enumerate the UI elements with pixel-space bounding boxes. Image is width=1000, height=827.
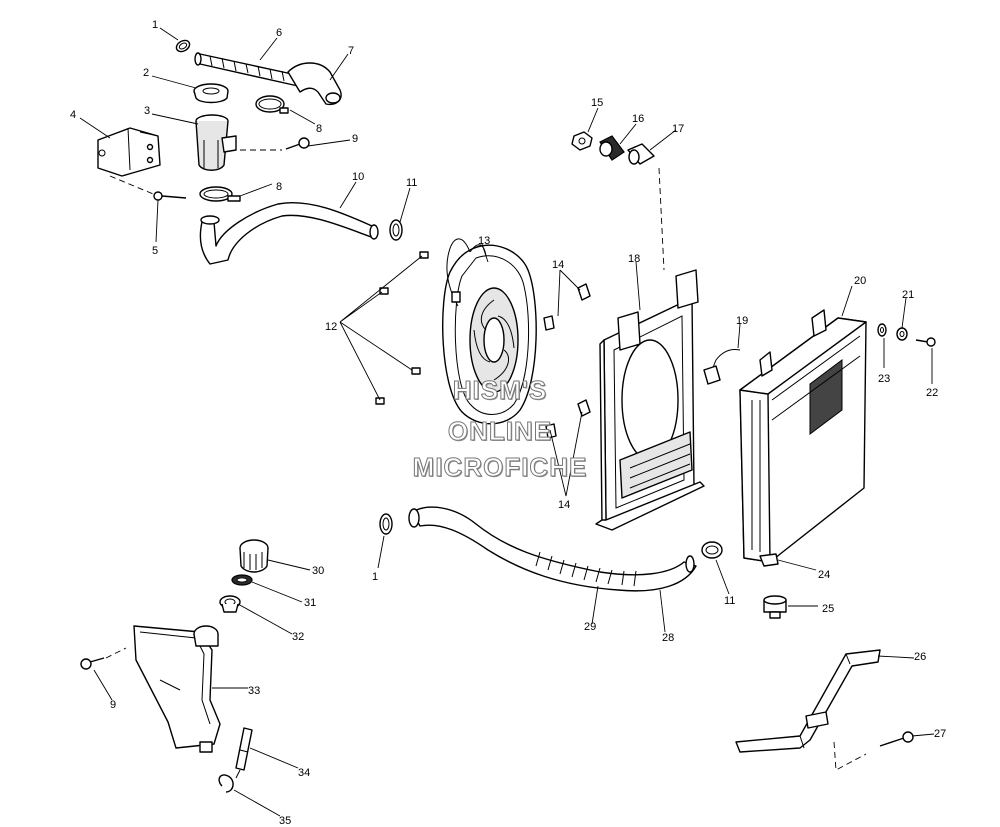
callout-27: 27 <box>934 728 946 740</box>
callout-26: 26 <box>914 651 926 663</box>
part-21-washer <box>896 327 908 341</box>
part-23-washer <box>877 323 887 337</box>
part-5-bolt <box>153 191 187 201</box>
callout-13: 13 <box>478 235 490 247</box>
assembly-line-reservoir <box>105 647 127 659</box>
callout-29: 29 <box>584 621 596 633</box>
callout-31: 31 <box>304 597 316 609</box>
part-1-hose-clamp-top <box>175 39 191 53</box>
callout-32: 32 <box>292 631 304 643</box>
callout-17: 17 <box>672 123 684 135</box>
part-1-clamp-lower <box>379 513 393 535</box>
part-27-screw <box>879 731 914 747</box>
part-9-screw-lower <box>80 657 105 670</box>
callout-18: 18 <box>628 253 640 265</box>
callout-28: 28 <box>662 632 674 644</box>
callout-22: 22 <box>926 387 938 399</box>
part-25-drain-plug <box>763 595 787 619</box>
part-17-spacer <box>627 143 655 165</box>
callout-11-lower: 11 <box>724 595 735 607</box>
part-8-clamp-lower <box>199 186 241 202</box>
callout-11-upper: 11 <box>406 177 417 189</box>
callout-24: 24 <box>818 569 830 581</box>
callout-2: 2 <box>143 67 149 79</box>
part-32-grommet <box>219 595 241 613</box>
part-30-reservoir-cap <box>239 539 269 573</box>
callout-34: 34 <box>298 767 310 779</box>
callout-35: 35 <box>279 815 291 827</box>
callout-21: 21 <box>902 289 914 301</box>
callout-1-lower: 1 <box>372 571 378 583</box>
callout-labels: 1 2 3 4 5 6 7 8 8 9 10 11 12 13 14 14 15… <box>70 19 946 827</box>
part-16-grommet <box>599 135 625 161</box>
part-28-29-lower-hose <box>408 506 697 592</box>
callout-10: 10 <box>352 171 364 183</box>
part-2-radiator-cap <box>193 83 229 104</box>
callout-1: 1 <box>152 19 158 31</box>
callout-9-lower: 9 <box>110 699 116 711</box>
part-22-bolt <box>915 337 936 347</box>
callout-9-upper: 9 <box>352 133 358 145</box>
part-34-overflow-hose <box>235 727 253 771</box>
part-13-cooling-fan <box>442 238 537 425</box>
callout-8-lower: 8 <box>276 181 282 193</box>
callout-7: 7 <box>348 45 354 57</box>
part-7-hose-elbow <box>287 62 342 106</box>
part-8-clamp-upper <box>255 95 289 114</box>
callout-4: 4 <box>70 109 76 121</box>
callout-33: 33 <box>248 685 260 697</box>
part-35-hose-clamp <box>218 769 241 793</box>
part-12-fasteners <box>375 251 429 405</box>
part-11-clamp-lower <box>701 541 723 559</box>
part-10-coolant-hose <box>199 202 379 265</box>
part-31-seal-ring <box>231 574 253 586</box>
callout-25: 25 <box>822 603 834 615</box>
part-33-coolant-reservoir <box>133 625 221 753</box>
part-18-fan-shroud <box>595 269 705 531</box>
callout-3: 3 <box>144 105 150 117</box>
part-9-screw-upper <box>285 137 310 150</box>
part-3-filler-neck <box>195 114 237 171</box>
callout-14-lower: 14 <box>558 499 570 511</box>
part-14-clips <box>543 283 591 439</box>
callout-8-upper: 8 <box>316 123 322 135</box>
part-15-nut <box>571 131 593 151</box>
callout-12: 12 <box>325 321 337 333</box>
callout-14-upper: 14 <box>552 259 564 271</box>
callout-19: 19 <box>736 315 748 327</box>
part-19-temp-sensor-wire <box>703 349 741 385</box>
callout-30: 30 <box>312 565 324 577</box>
callout-23: 23 <box>878 373 890 385</box>
callout-16: 16 <box>632 113 644 125</box>
callout-6: 6 <box>276 27 282 39</box>
assembly-line-bracket <box>109 175 159 197</box>
callout-5: 5 <box>152 245 158 257</box>
assembly-line-bracket-screw <box>833 741 867 771</box>
part-11-clamp-upper <box>389 219 403 241</box>
part-20-radiator <box>739 309 867 567</box>
part-26-support-bracket <box>735 649 881 753</box>
callout-20: 20 <box>854 275 866 287</box>
callout-15: 15 <box>591 97 603 109</box>
part-6-vent-hose <box>194 52 299 87</box>
assembly-line-shroud <box>658 167 665 271</box>
part-4-mounting-bracket <box>97 127 161 177</box>
leader-lines <box>79 27 935 817</box>
